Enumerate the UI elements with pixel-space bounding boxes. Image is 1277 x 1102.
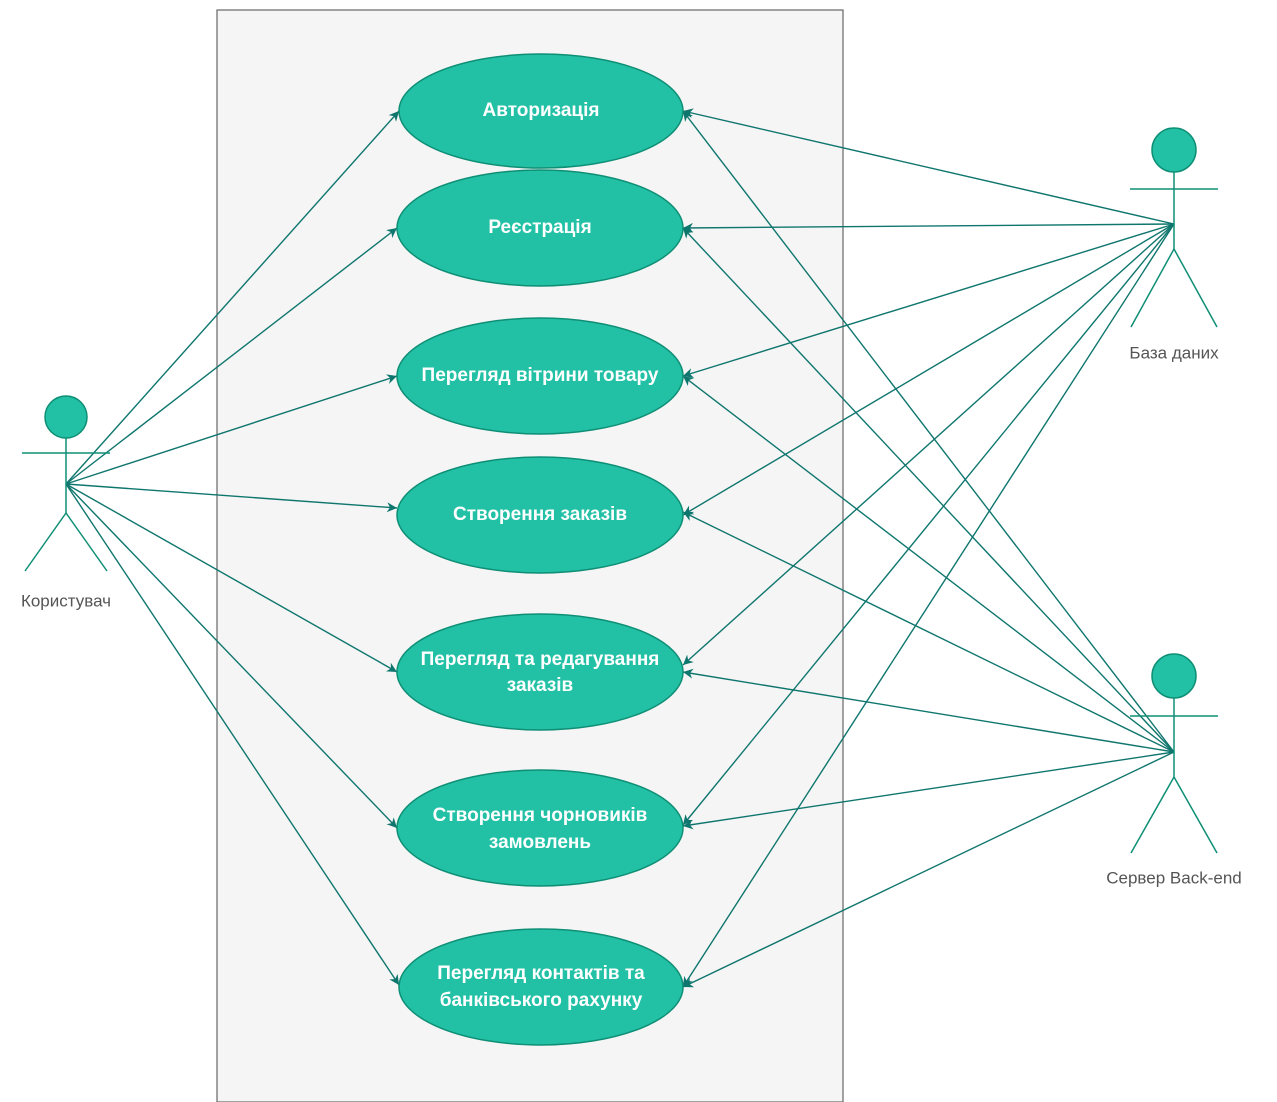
use-case-label: Перегляд та редагування (421, 649, 660, 670)
association-backend-catalog (682, 375, 1175, 753)
association-user-contacts (65, 483, 400, 986)
use-case-registration: Реєстрація (396, 169, 684, 287)
actor-label: Сервер Back-end (1106, 868, 1241, 887)
use-case-ellipse (398, 928, 684, 1046)
association-database-draft-orders (682, 223, 1175, 826)
actor-head-icon (1151, 127, 1197, 173)
actor-label: Користувач (21, 591, 111, 610)
actor-left-leg (1130, 248, 1175, 328)
actor-right-leg (65, 512, 108, 572)
use-case-ellipse (396, 613, 684, 731)
use-case-label: Створення заказів (453, 504, 627, 525)
association-backend-registration (682, 227, 1175, 753)
association-database-authorization (682, 108, 1175, 225)
actor-label: База даних (1129, 343, 1219, 362)
use-case-edit-orders: Перегляд та редагування заказів (396, 613, 684, 731)
association-backend-authorization (682, 110, 1175, 753)
association-user-create-orders (65, 483, 398, 513)
actor-left-leg (1130, 776, 1175, 854)
actor-right-leg (1173, 776, 1218, 854)
association-backend-create-orders (682, 511, 1175, 753)
use-case-label: банківського рахунку (440, 990, 643, 1011)
use-case-ellipse (398, 53, 684, 169)
use-case-create-orders: Створення заказів (396, 456, 684, 574)
actor-user: Користувач (21, 395, 111, 610)
use-case-label: Авторизація (483, 100, 600, 121)
use-case-ellipse (396, 317, 684, 435)
use-case-draft-orders: Створення чорновиків замовлень (396, 769, 684, 887)
actor-left-leg (24, 512, 67, 572)
use-case-ellipse (396, 456, 684, 574)
association-database-registration (682, 222, 1175, 233)
actor-head-icon (1151, 653, 1197, 699)
association-database-contacts (682, 223, 1175, 988)
use-case-authorization: Авторизація (398, 53, 684, 169)
association-user-catalog (65, 374, 398, 485)
use-case-label: Перегляд контактів та (437, 963, 645, 984)
association-user-authorization (65, 110, 400, 485)
association-backend-contacts (682, 751, 1175, 988)
use-case-label: заказів (507, 675, 573, 696)
actor-head-icon (44, 395, 88, 439)
use-case-catalog: Перегляд вітрини товару (396, 317, 684, 435)
actor-database: База даних (1129, 127, 1219, 362)
actor-right-leg (1173, 248, 1218, 328)
use-case-ellipse (396, 769, 684, 887)
association-backend-draft-orders (682, 751, 1175, 830)
actor-backend: Сервер Back-end (1106, 653, 1242, 887)
use-case-label: замовлень (489, 832, 591, 853)
use-case-ellipse (396, 169, 684, 287)
association-backend-edit-orders (682, 668, 1175, 753)
associations (65, 108, 1175, 988)
association-database-catalog (682, 223, 1175, 378)
association-database-edit-orders (682, 223, 1175, 666)
association-user-registration (65, 227, 398, 485)
association-user-edit-orders (65, 483, 398, 673)
use-case-label: Створення чорновиків (433, 805, 648, 826)
use-case-label: Реєстрація (488, 217, 591, 238)
association-database-create-orders (682, 223, 1175, 516)
use-case-label: Перегляд вітрини товару (422, 365, 659, 386)
association-user-draft-orders (65, 483, 398, 829)
use-case-contacts: Перегляд контактів та банківського рахун… (398, 928, 684, 1046)
